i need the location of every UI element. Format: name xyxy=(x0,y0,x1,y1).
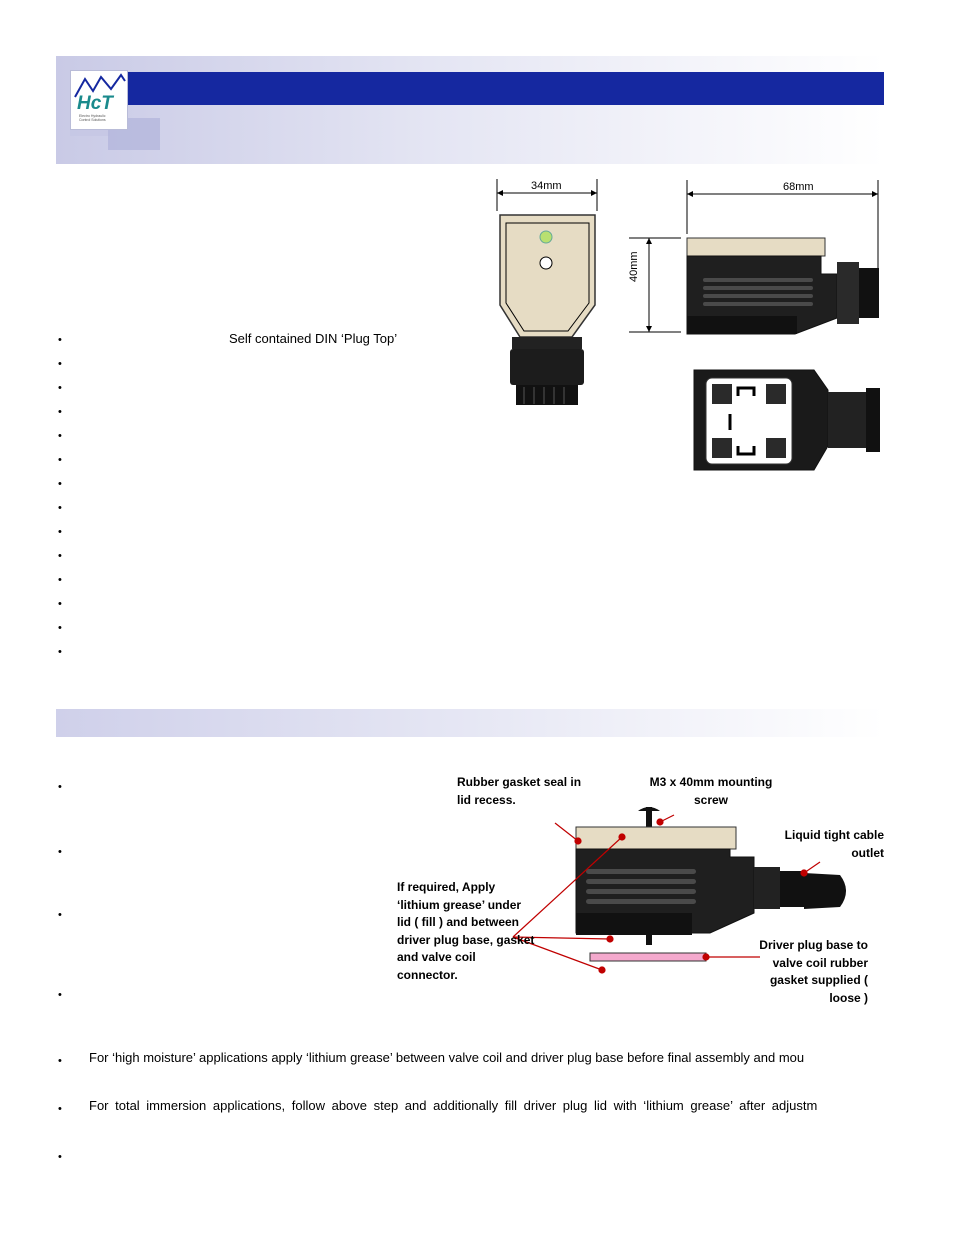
plug-front-view-drawing xyxy=(496,179,598,405)
bullet: • xyxy=(58,1151,62,1163)
bullet: • xyxy=(58,406,62,418)
bullet: • xyxy=(58,574,62,586)
callout-gasket-seal: Rubber gasket seal in lid recess. xyxy=(457,775,582,807)
callout-mounting-screw: M3 x 40mm mounting screw xyxy=(649,775,773,807)
bullet: • xyxy=(58,622,62,634)
dimension-width-label: 34mm xyxy=(531,180,562,192)
bullet: • xyxy=(58,334,62,346)
callout-cable-outlet: Liquid tight cable outlet xyxy=(784,828,884,860)
bullet: • xyxy=(58,454,62,466)
dimension-height-label: 40mm xyxy=(628,251,640,282)
note-total-immersion: For total immersion applications, follow… xyxy=(89,1098,818,1113)
bullet: • xyxy=(58,846,62,858)
svg-text:Electro Hydraulic: Electro Hydraulic xyxy=(79,114,106,118)
bullet: • xyxy=(58,1055,62,1067)
bullet: • xyxy=(58,430,62,442)
bullet: • xyxy=(58,358,62,370)
bullet: • xyxy=(58,478,62,490)
bullet: • xyxy=(58,598,62,610)
svg-text:HcT: HcT xyxy=(77,93,114,114)
bullet: • xyxy=(58,382,62,394)
callout-base-gasket: Driver plug base to valve coil rubber ga… xyxy=(759,938,868,1005)
hct-logo: HcT Electro Hydraulic Control Solutions xyxy=(70,70,128,130)
bullet: • xyxy=(58,1103,62,1115)
header-title-bar xyxy=(120,72,884,105)
bullet: • xyxy=(58,646,62,658)
note-high-moisture: For ‘high moisture’ applications apply ‘… xyxy=(89,1050,805,1065)
bullet: • xyxy=(58,550,62,562)
bullet: • xyxy=(58,909,62,921)
bullet: • xyxy=(58,781,62,793)
callout-lithium-grease: If required, Apply ‘lithium grease’ unde… xyxy=(397,880,535,982)
bullet: • xyxy=(58,502,62,514)
plug-side-view-drawing xyxy=(629,180,879,335)
svg-text:Control Solutions: Control Solutions xyxy=(79,118,106,122)
bullet: • xyxy=(58,989,62,1001)
feature-item-plug-top: Self contained DIN ‘Plug Top’ xyxy=(229,331,398,346)
section-title-bar xyxy=(56,709,884,737)
bullet: • xyxy=(58,526,62,538)
plug-bottom-view-drawing xyxy=(693,369,880,471)
dimension-length-label: 68mm xyxy=(783,181,814,193)
plug-assembly-diagram xyxy=(512,807,846,974)
